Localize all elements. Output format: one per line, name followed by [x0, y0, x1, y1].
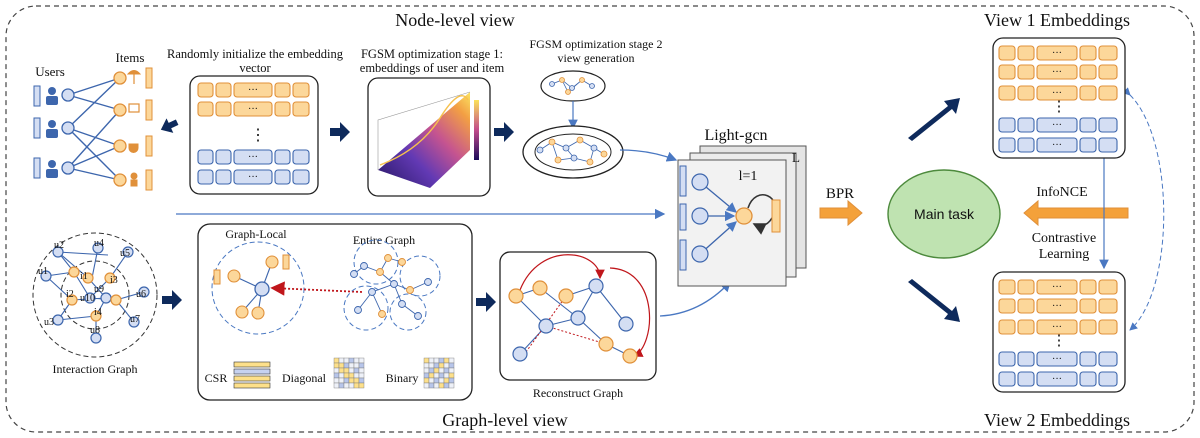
- node-label-u8: u8: [90, 325, 100, 336]
- interaction-graph-label: Interaction Graph: [53, 362, 138, 376]
- user-person-icon: [46, 87, 58, 178]
- node-label-i1: i1: [80, 271, 88, 282]
- main-task-node: [887, 169, 1001, 259]
- layer-1-label: l=1: [739, 169, 758, 184]
- csr-matrix-icon: [233, 361, 271, 389]
- fgsm1-line2: embeddings of user and item: [360, 61, 505, 75]
- random-init-panel: Randomly initialize the embedding vector…: [167, 47, 344, 195]
- init-title-line2: vector: [239, 61, 271, 75]
- node-label-u1: u1: [38, 266, 48, 277]
- dots-text: ···: [1052, 354, 1062, 365]
- contrastive-line2: Learning: [1039, 247, 1090, 262]
- vdots-text: ⋮: [250, 127, 266, 144]
- vdots-text: ⋮: [1052, 99, 1067, 115]
- node-label-u10: u10: [80, 293, 95, 304]
- node-label-i2: i2: [66, 289, 74, 300]
- dots-text: ···: [248, 104, 258, 115]
- outer-dashed-frame: [5, 5, 1195, 433]
- items-label: Items: [116, 50, 145, 65]
- view2-embedding-panel: ···············⋮: [992, 271, 1126, 393]
- light-gcn-block: Light-gcn L l=1: [677, 127, 807, 287]
- users-label: Users: [35, 64, 65, 79]
- graph-level-title: Graph-level view: [442, 410, 567, 430]
- user-item-bipartite: Users Items: [33, 50, 153, 191]
- main-task-label: Main task: [914, 206, 975, 222]
- diagonal-label: Diagonal: [282, 371, 327, 385]
- dots-text: ···: [1052, 322, 1062, 333]
- node-level-title: Node-level view: [395, 10, 514, 30]
- node-label-u7: u7: [130, 314, 140, 325]
- node-label-u2: u2: [54, 240, 64, 251]
- fgsm2-line1: FGSM optimization stage 2: [530, 37, 663, 51]
- infonce-label: InfoNCE: [1036, 185, 1087, 200]
- fgsm1-line1: FGSM optimization stage 1:: [361, 47, 503, 61]
- infonce-arrow-icon: [1023, 199, 1129, 227]
- csr-label: CSR: [205, 371, 228, 385]
- dots-text: ···: [1052, 140, 1062, 151]
- contrastive-line1: Contrastive: [1032, 231, 1097, 246]
- node-label-u5: u5: [120, 248, 130, 259]
- node-label-u4: u4: [94, 238, 104, 249]
- dots-text: ···: [1052, 120, 1062, 131]
- reconstruct-graph-label: Reconstruct Graph: [533, 386, 623, 400]
- dots-text: ···: [1052, 48, 1062, 59]
- reconstruct-graph-panel: Reconstruct Graph: [499, 251, 657, 400]
- entire-graph-label: Entire Graph: [353, 233, 415, 247]
- view1-title: View 1 Embeddings: [984, 10, 1130, 30]
- flow-arrow-icon: [160, 98, 960, 322]
- graph-local-label: Graph-Local: [225, 227, 287, 241]
- interaction-graph: u1 u2 u3 u4 u5 u6 u7 u8 u9 u10 i1 i2 i3 …: [32, 232, 158, 376]
- fgsm-stage2-panel: FGSM optimization stage 2 view generatio…: [522, 37, 663, 179]
- node-label-u6: u6: [136, 289, 146, 300]
- dots-text: ···: [248, 172, 258, 183]
- node-label-i4: i4: [94, 307, 102, 318]
- light-gcn-title: Light-gcn: [704, 127, 767, 144]
- fgsm-stage1-panel: FGSM optimization stage 1: embeddings of…: [360, 47, 505, 197]
- dots-text: ···: [1052, 301, 1062, 312]
- dots-text: ···: [248, 85, 258, 96]
- view2-title: View 2 Embeddings: [984, 410, 1130, 430]
- diagonal-matrix-icon: [333, 357, 365, 389]
- node-label-u9: u9: [94, 284, 104, 295]
- surface-plot-image: [377, 91, 479, 188]
- fgsm2-line2: view generation: [558, 51, 635, 65]
- init-title-line1: Randomly initialize the embedding: [167, 47, 344, 61]
- bpr-arrow-icon: [819, 199, 863, 227]
- layer-l-label: L: [792, 150, 800, 165]
- dots-text: ···: [1052, 374, 1062, 385]
- view1-embedding-panel: ···············⋮: [992, 37, 1126, 159]
- dots-text: ···: [248, 152, 258, 163]
- graph-local-panel: Graph-Local Entire Graph: [197, 223, 473, 401]
- dots-text: ···: [1052, 88, 1062, 99]
- item-product-icon: [126, 70, 142, 187]
- dots-text: ···: [1052, 67, 1062, 78]
- bpr-label: BPR: [826, 186, 854, 202]
- node-label-u3: u3: [44, 317, 54, 328]
- binary-matrix-icon: [423, 357, 455, 389]
- binary-label: Binary: [386, 371, 419, 385]
- node-label-i3: i3: [110, 275, 118, 286]
- vdots-text: ⋮: [1052, 333, 1067, 349]
- dots-text: ···: [1052, 282, 1062, 293]
